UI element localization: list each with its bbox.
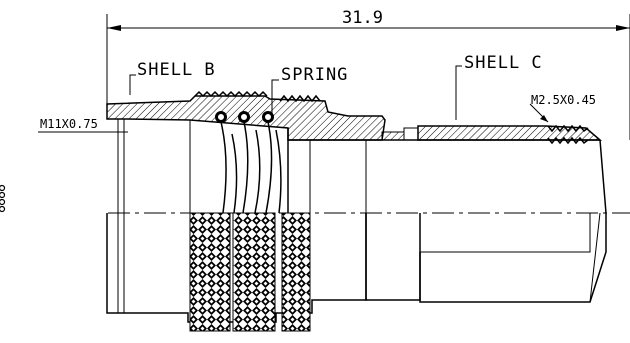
dimension-value: 31.9	[342, 8, 383, 28]
leader-lines	[38, 65, 549, 133]
section-upper-half	[106, 90, 607, 214]
stamp-fragment	[0, 184, 6, 213]
thread-small-label: M2.5X0.45	[531, 93, 596, 107]
thread-main-label: M11X0.75	[40, 117, 98, 131]
shell-c-label: SHELL C	[464, 53, 543, 73]
overall-dimension	[106, 14, 630, 140]
shell-b-label: SHELL B	[137, 60, 216, 80]
exterior-lower-half	[106, 212, 607, 332]
spring-label: SPRING	[281, 65, 348, 85]
